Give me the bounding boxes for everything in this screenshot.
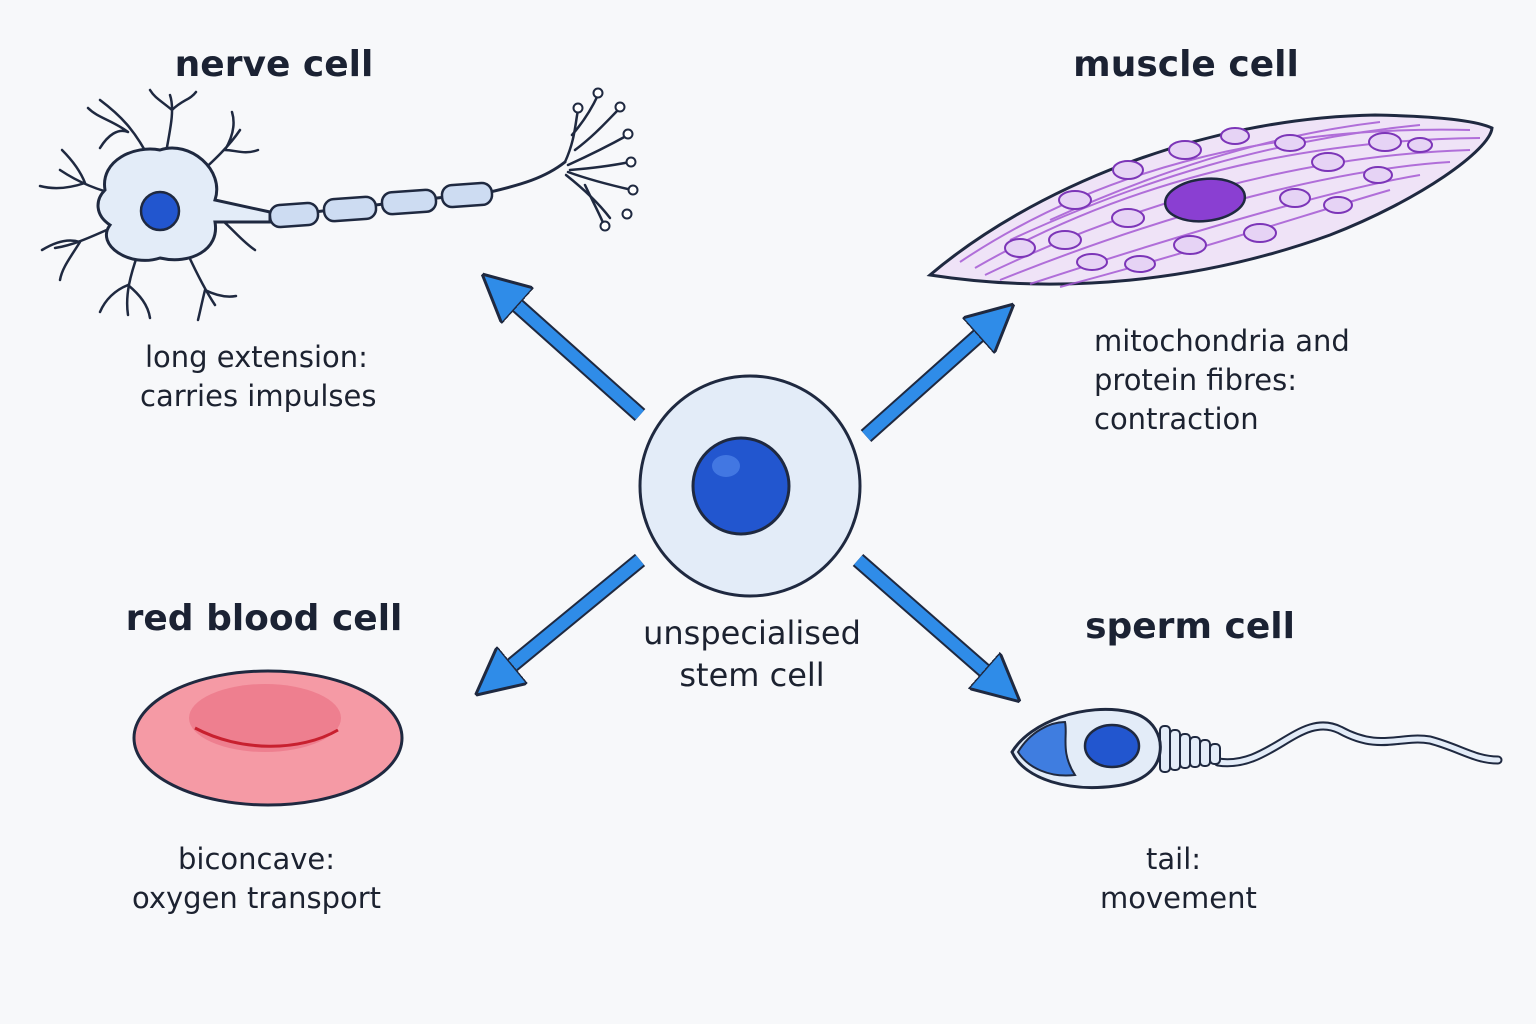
stem-cell-label: unspecialised stem cell xyxy=(643,612,861,696)
muscle-desc-line-2: protein fibres: xyxy=(1094,363,1297,397)
nerve-cell-description: long extension: carries impulses xyxy=(140,338,377,416)
sperm-desc-line-2: movement xyxy=(1100,881,1257,915)
sperm-cell-title: sperm cell xyxy=(1085,606,1295,647)
muscle-cell-description: mitochondria and protein fibres: contrac… xyxy=(1094,322,1350,439)
muscle-desc-line-3: contraction xyxy=(1094,402,1259,436)
stem-cell-label-line-2: stem cell xyxy=(679,656,825,694)
muscle-cell-title: muscle cell xyxy=(1073,44,1299,85)
red-blood-cell-illustration xyxy=(132,669,404,807)
rbc-desc-line-2: oxygen transport xyxy=(132,881,382,915)
nerve-desc-line-2: carries impulses xyxy=(140,379,377,413)
nerve-nucleus xyxy=(139,190,181,232)
muscle-cell-illustration xyxy=(926,113,1494,288)
sperm-cell-description: tail: movement xyxy=(1100,840,1257,918)
muscle-desc-line-1: mitochondria and xyxy=(1094,324,1350,358)
nerve-desc-line-1: long extension: xyxy=(145,340,368,374)
nerve-cell-title: nerve cell xyxy=(174,44,374,85)
muscle-nucleus xyxy=(1163,177,1247,223)
arrows xyxy=(494,290,1002,686)
sperm-desc-line-1: tail: xyxy=(1146,842,1202,876)
nerve-cell-illustration xyxy=(38,87,639,322)
stem-cell-illustration xyxy=(638,374,862,598)
mitochondria xyxy=(1004,127,1433,273)
rbc-desc-line-1: biconcave: xyxy=(178,842,336,876)
sperm-cell-illustration xyxy=(1010,707,1503,790)
red-blood-cell-title: red blood cell xyxy=(125,598,403,639)
stem-cell-label-line-1: unspecialised xyxy=(643,614,861,652)
sperm-nucleus xyxy=(1083,723,1141,769)
stem-cell-nucleus xyxy=(691,436,791,536)
red-blood-cell-description: biconcave: oxygen transport xyxy=(132,840,381,918)
